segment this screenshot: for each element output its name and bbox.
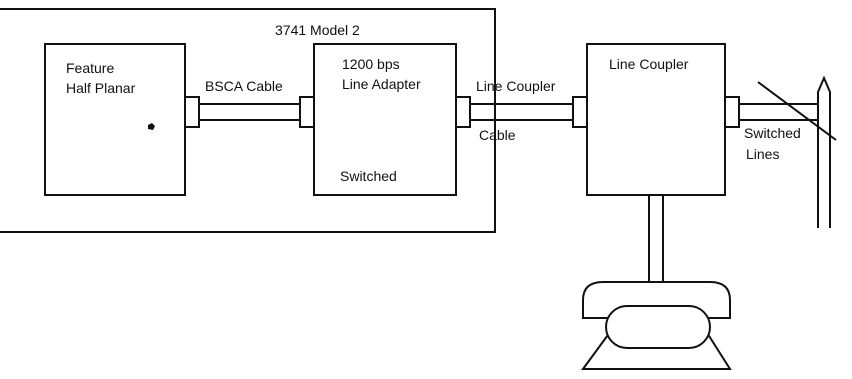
line-adapter-label-line3: Switched bbox=[340, 168, 397, 184]
switched-lines-connection bbox=[724, 81, 837, 141]
feature-box-label-line2: Half Planar bbox=[66, 80, 136, 96]
line-coupler-cable-label-line1: Line Coupler bbox=[476, 78, 556, 94]
switched-lines-label-line2: Lines bbox=[746, 146, 779, 162]
bsca-cable-label: BSCA Cable bbox=[205, 78, 283, 94]
line-coupler-cable-label-line2: Cable bbox=[479, 127, 516, 143]
feature-box-label-line1: Feature bbox=[66, 60, 114, 76]
enclosure-label: 3741 Model 2 bbox=[275, 22, 360, 38]
switched-lines-label-line1: Switched bbox=[744, 125, 801, 141]
line-adapter-label-line1: 1200 bps bbox=[342, 56, 400, 72]
ink-mark bbox=[148, 123, 155, 130]
line-adapter-label-line2: Line Adapter bbox=[342, 76, 421, 92]
bsca-cable bbox=[184, 96, 315, 128]
telephone-pole bbox=[817, 75, 831, 228]
line-coupler-cable bbox=[455, 96, 588, 128]
telephone-stem bbox=[648, 195, 664, 282]
line-coupler-box-label: Line Coupler bbox=[609, 56, 689, 72]
telephone-icon bbox=[581, 281, 732, 370]
line-coupler-box bbox=[586, 43, 726, 196]
